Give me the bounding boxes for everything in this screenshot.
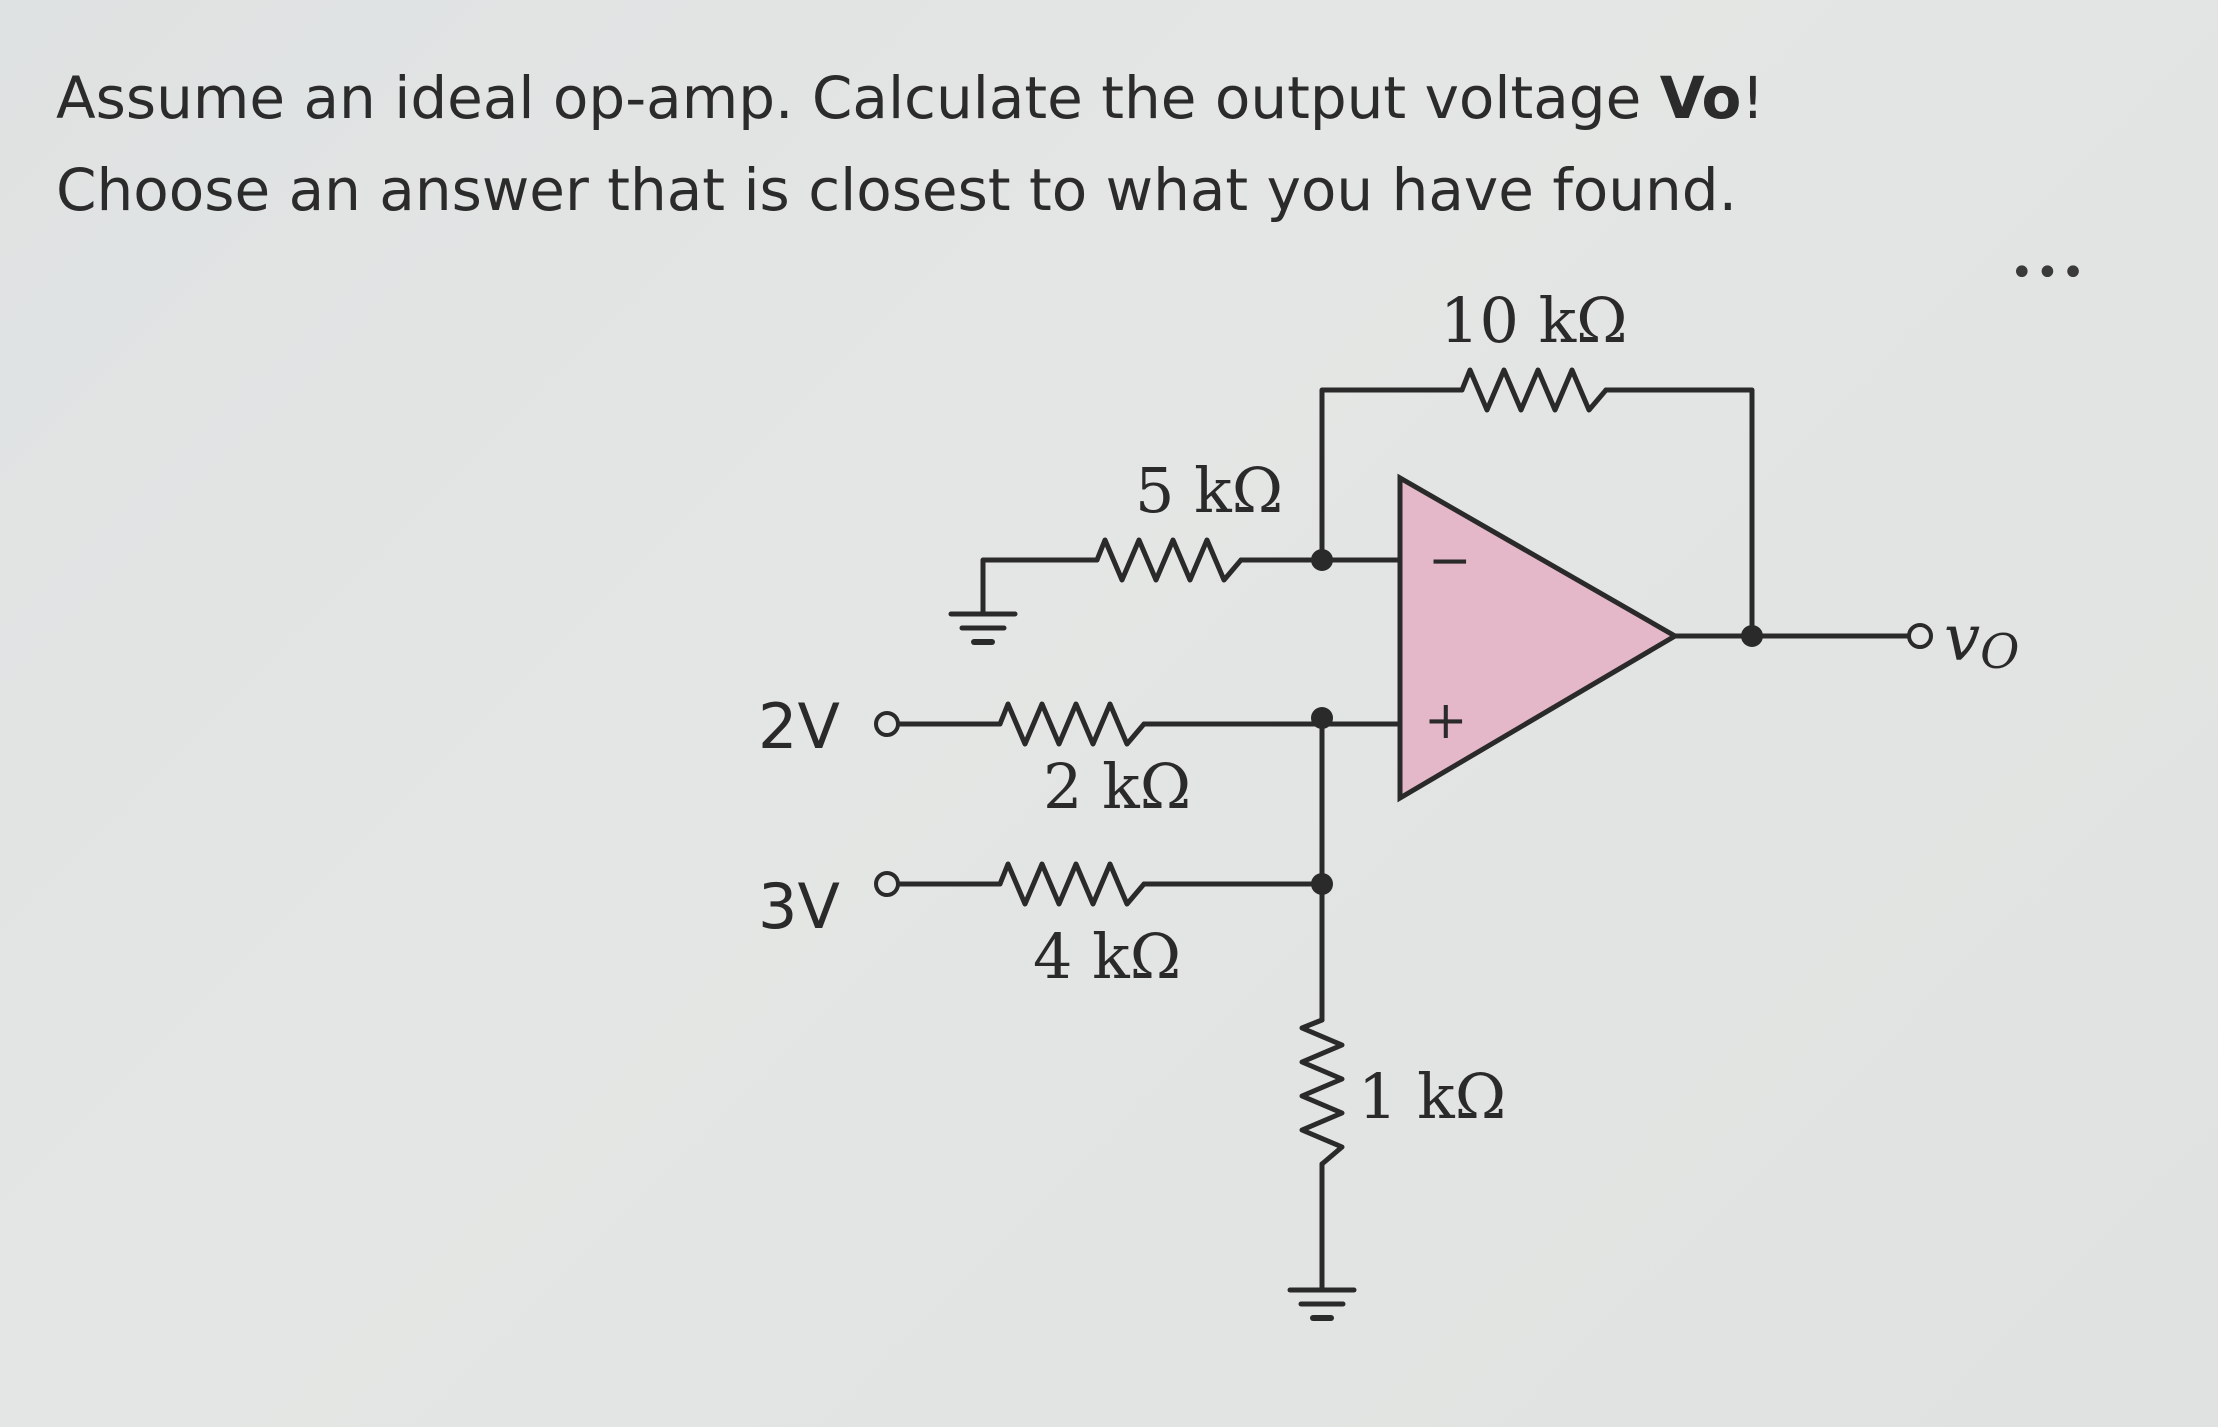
vo-bold: Vo <box>1659 64 1742 132</box>
opamp-plus-label: + <box>1424 691 1468 751</box>
output-label: vO <box>1944 602 2020 680</box>
resistor-1k <box>1299 1017 1345 1167</box>
junction-3v <box>1311 873 1333 895</box>
resistor-4k <box>997 861 1147 907</box>
ground-icon-top <box>948 611 1018 645</box>
label-10k: 10 kΩ <box>1440 284 1628 357</box>
label-2k: 2 kΩ <box>1043 750 1191 823</box>
ground-wire-5k <box>980 557 1100 617</box>
question-line-2: Choose an answer that is closest to what… <box>56 156 1738 224</box>
junction-noninv <box>1311 707 1333 729</box>
label-3v: 3V <box>758 870 840 943</box>
terminal-2v <box>874 711 900 737</box>
resistor-10k <box>1459 367 1609 413</box>
junction-output <box>1741 625 1763 647</box>
resistor-5k <box>1094 537 1244 583</box>
question-line-1: Assume an ideal op-amp. Calculate the ou… <box>56 64 1765 132</box>
terminal-output <box>1907 623 1933 649</box>
question-text: Assume an ideal op-amp. Calculate the ou… <box>56 52 1765 236</box>
terminal-3v <box>874 871 900 897</box>
feedback-wire-right <box>1603 387 1755 639</box>
junction-inv <box>1311 549 1333 571</box>
resistor-2k <box>997 701 1147 747</box>
label-1k: 1 kΩ <box>1358 1060 1506 1133</box>
more-options-icon[interactable]: ••• <box>2010 250 2087 296</box>
ground-icon-bottom <box>1287 1287 1357 1321</box>
label-2v: 2V <box>758 690 840 763</box>
label-5k: 5 kΩ <box>1135 454 1283 527</box>
output-subscript: O <box>1980 624 2019 680</box>
feedback-wire <box>1319 387 1465 560</box>
opamp-triangle <box>1397 473 1680 803</box>
label-4k: 4 kΩ <box>1033 920 1181 993</box>
opamp-minus-label: − <box>1428 531 1472 591</box>
